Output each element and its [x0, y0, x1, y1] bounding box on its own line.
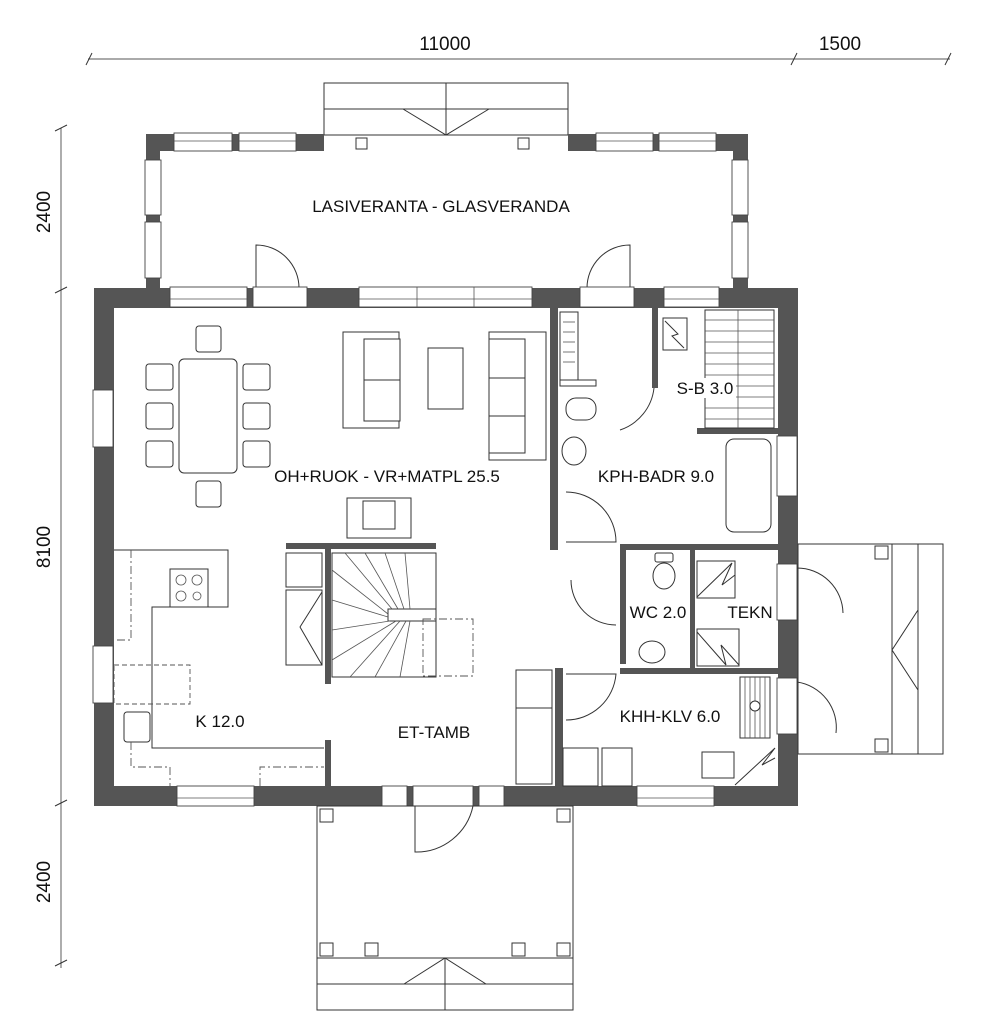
- room-label-utility: KHH-KLV 6.0: [620, 707, 721, 726]
- room-label-wc: WC 2.0: [630, 603, 687, 622]
- exterior-walls: [92, 286, 798, 807]
- dimension-left-top: 2400: [34, 191, 55, 233]
- room-label-living-dining: OH+RUOK - VR+MATPL 25.5: [274, 467, 500, 486]
- dimension-lines: 11000 1500 2400 8100 2400: [34, 34, 952, 968]
- dimension-top-side: 1500: [819, 34, 861, 55]
- glass-veranda: LASIVERANTA - GLASVERANDA: [144, 82, 749, 289]
- sauna: S-B 3.0: [662, 309, 775, 429]
- room-label-glass-veranda: LASIVERANTA - GLASVERANDA: [312, 197, 570, 216]
- east-porch: [796, 543, 944, 755]
- room-label-bathroom: KPH-BADR 9.0: [598, 467, 714, 486]
- dimension-left-middle: 8100: [34, 526, 55, 568]
- south-porch: [316, 805, 574, 1011]
- wc: WC 2.0: [570, 552, 687, 664]
- entrance-hall: ET-TAMB: [398, 669, 553, 853]
- interior-walls: [286, 308, 778, 786]
- dimension-top-main: 11000: [419, 34, 470, 55]
- living-dining-room: OH+RUOK - VR+MATPL 25.5: [145, 325, 547, 539]
- kitchen: K 12.0: [113, 549, 324, 786]
- room-label-kitchen: K 12.0: [195, 712, 244, 731]
- room-label-sauna: S-B 3.0: [677, 379, 734, 398]
- chair: [195, 325, 222, 353]
- bathroom: KPH-BADR 9.0: [559, 311, 772, 543]
- dimension-left-bottom: 2400: [34, 861, 55, 903]
- room-label-technical: TEKN: [727, 603, 772, 622]
- room-label-entrance: ET-TAMB: [398, 723, 470, 742]
- technical-room: TEKN: [696, 560, 773, 667]
- chair: [195, 480, 222, 508]
- stairs: [331, 552, 474, 678]
- utility-room: KHH-KLV 6.0: [562, 673, 776, 787]
